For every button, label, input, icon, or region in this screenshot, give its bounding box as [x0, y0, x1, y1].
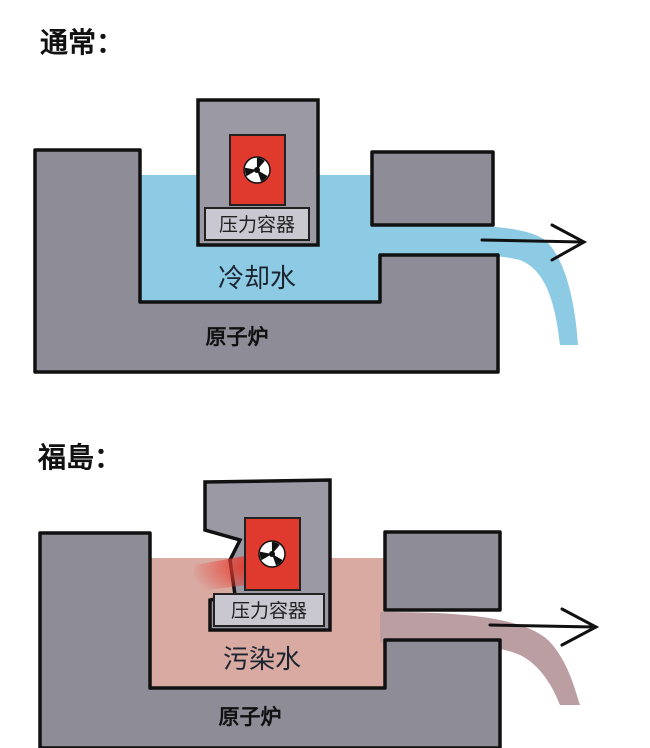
- reactor-label: 原子炉: [206, 325, 269, 349]
- water-outflow: [380, 612, 580, 705]
- reactor-top-right-block: [370, 150, 495, 227]
- reactor-body: [33, 148, 500, 374]
- normal-title: 通常：: [40, 26, 124, 59]
- reactor-top-right-block: [383, 530, 502, 612]
- vessel-label: 压力容器: [231, 600, 307, 622]
- radiation-leak: [190, 555, 250, 592]
- reactor-body: [38, 531, 502, 748]
- reactor-label: 原子炉: [219, 705, 282, 729]
- fukushima-title: 福島：: [37, 441, 122, 474]
- arrow-icon: [488, 607, 600, 647]
- normal-scene: 通常： 压力容器 冷却水 原子炉: [33, 26, 588, 374]
- water-label: 污染水: [223, 645, 301, 675]
- vessel-label: 压力容器: [219, 214, 295, 236]
- water-label: 冷却水: [218, 264, 296, 294]
- fuel-container: [229, 134, 286, 206]
- arrow-icon: [480, 223, 588, 262]
- fukushima-scene: 福島： 压力容器 污染水 原子炉: [37, 441, 600, 748]
- vessel-label-plate: [204, 207, 310, 241]
- water-outflow: [375, 224, 578, 345]
- vessel-label-plate: [213, 593, 325, 627]
